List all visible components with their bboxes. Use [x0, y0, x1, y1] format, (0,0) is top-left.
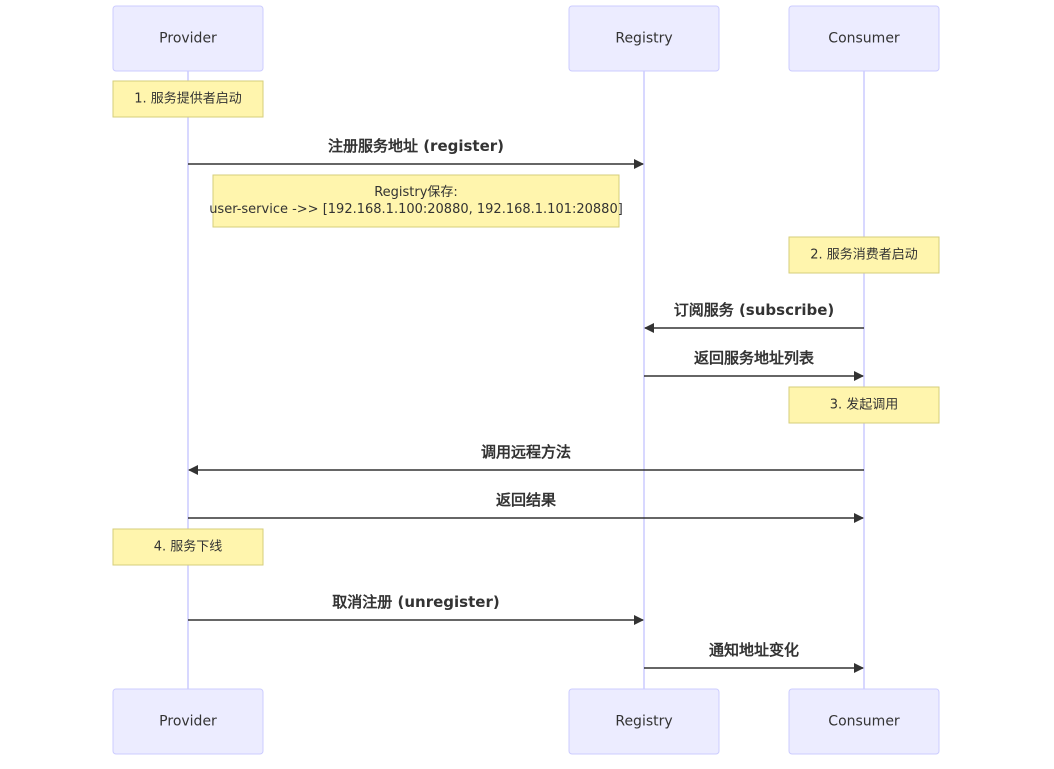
note-provider: 4. 服务下线: [112, 528, 264, 566]
message-registry-to-consumer: 返回服务地址列表: [644, 349, 864, 381]
message-label: 返回结果: [496, 491, 557, 509]
note-box: [212, 174, 620, 228]
note-text: user-service ->> [192.168.1.100:20880, 1…: [209, 202, 623, 217]
message-label: 返回服务地址列表: [694, 349, 815, 367]
participant-label: Provider: [159, 31, 217, 47]
note-text: 2. 服务消费者启动: [810, 247, 918, 263]
note-provider-registry: Registry保存: user-service ->> [192.168.1.1…: [209, 174, 623, 228]
message-label: 调用远程方法: [481, 443, 571, 461]
note-box: [788, 236, 940, 274]
note-text: 1. 服务提供者启动: [134, 91, 242, 107]
message-label: 通知地址变化: [709, 641, 799, 659]
note-text: Registry保存:: [374, 185, 458, 200]
note-box: [112, 80, 264, 118]
note-provider: 1. 服务提供者启动: [112, 80, 264, 118]
participant-box: [788, 688, 940, 755]
notes: 1. 服务提供者启动 Registry保存: user-service ->> [1…: [112, 80, 940, 566]
message-label: 注册服务地址 (register): [328, 137, 504, 155]
participant-label: Consumer: [828, 31, 900, 47]
participant-label: Registry: [615, 714, 672, 730]
messages: 注册服务地址 (register) 订阅服务 (subscribe) 返回服务地址列…: [188, 137, 864, 673]
lifelines: [187, 71, 865, 689]
participant-registry-bottom: Registry: [568, 688, 720, 755]
participant-label: Consumer: [828, 714, 900, 730]
participants: ProviderProviderRegistryRegistryConsumer…: [112, 5, 940, 755]
note-text: 3. 发起调用: [830, 397, 899, 413]
participant-provider-bottom: Provider: [112, 688, 264, 755]
participant-consumer-top: Consumer: [788, 5, 940, 72]
participant-consumer-bottom: Consumer: [788, 688, 940, 755]
participant-provider-top: Provider: [112, 5, 264, 72]
participant-box: [112, 688, 264, 755]
message-provider-to-registry: 注册服务地址 (register): [188, 137, 644, 169]
message-label: 订阅服务 (subscribe): [674, 301, 835, 319]
participant-box: [568, 688, 720, 755]
note-consumer: 3. 发起调用: [788, 386, 940, 424]
message-consumer-to-registry: 订阅服务 (subscribe): [644, 301, 864, 333]
note-box: [788, 386, 940, 424]
message-provider-to-consumer: 返回结果: [188, 491, 864, 523]
participant-box: [788, 5, 940, 72]
participant-box: [112, 5, 264, 72]
message-consumer-to-provider: 调用远程方法: [188, 443, 864, 475]
note-box: [112, 528, 264, 566]
note-text: 4. 服务下线: [154, 539, 223, 555]
message-label: 取消注册 (unregister): [332, 593, 499, 611]
message-provider-to-registry: 取消注册 (unregister): [188, 593, 644, 625]
message-registry-to-consumer: 通知地址变化: [644, 641, 864, 673]
participant-registry-top: Registry: [568, 5, 720, 72]
participant-label: Provider: [159, 714, 217, 730]
participant-box: [568, 5, 720, 72]
participant-label: Registry: [615, 31, 672, 47]
note-consumer: 2. 服务消费者启动: [788, 236, 940, 274]
